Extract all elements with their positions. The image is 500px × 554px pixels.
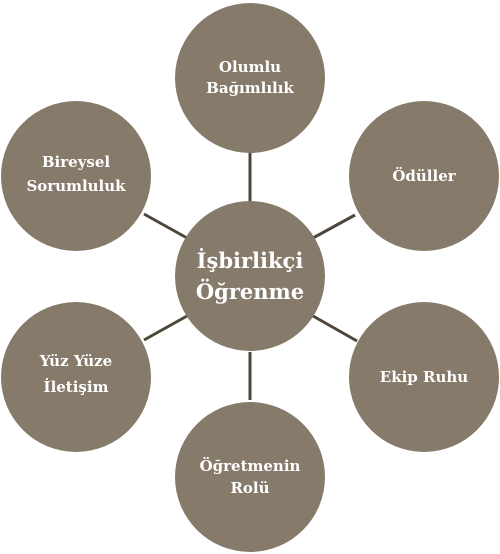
node-ekip-ruhu-label: Ekip Ruhu xyxy=(380,368,469,386)
node-olumlu-bagimlilik-line1: Olumlu xyxy=(219,58,281,76)
connector-top-right xyxy=(312,213,356,240)
node-ogretmenin-rolu-line1: Öğretmenin xyxy=(200,456,301,475)
node-oduller: Ödüller xyxy=(349,101,499,251)
node-bireysel-sorumluluk: Bireysel Sorumluluk xyxy=(1,101,151,251)
node-yuz-yuze-iletisim-line2: İletişim xyxy=(44,377,109,396)
node-isbirlikci-ogrenme: İşbirlikçi Öğrenme xyxy=(175,201,325,351)
node-ogretmenin-rolu-line2: Rolü xyxy=(230,479,269,497)
node-bireysel-sorumluluk-line2: Sorumluluk xyxy=(26,177,126,195)
connector-bottom-right xyxy=(312,314,358,343)
node-oduller-label: Ödüller xyxy=(392,166,456,185)
node-olumlu-bagimlilik: Olumlu Bağımlılık xyxy=(175,3,325,153)
center-title-line2: Öğrenme xyxy=(196,279,304,304)
connector-bottom-left xyxy=(143,314,188,342)
node-bireysel-sorumluluk-line1: Bireysel xyxy=(42,153,111,171)
node-ogretmenin-rolu: Öğretmenin Rolü xyxy=(175,402,325,552)
center-title-line1: İşbirlikçi xyxy=(197,248,304,273)
node-yuz-yuze-iletisim-line1: Yüz Yüze xyxy=(39,352,112,370)
node-yuz-yuze-iletisim: Yüz Yüze İletişim xyxy=(1,302,151,452)
node-olumlu-bagimlilik-line2: Bağımlılık xyxy=(206,79,294,97)
connector-top-left xyxy=(143,212,188,240)
node-ekip-ruhu: Ekip Ruhu xyxy=(349,302,499,452)
